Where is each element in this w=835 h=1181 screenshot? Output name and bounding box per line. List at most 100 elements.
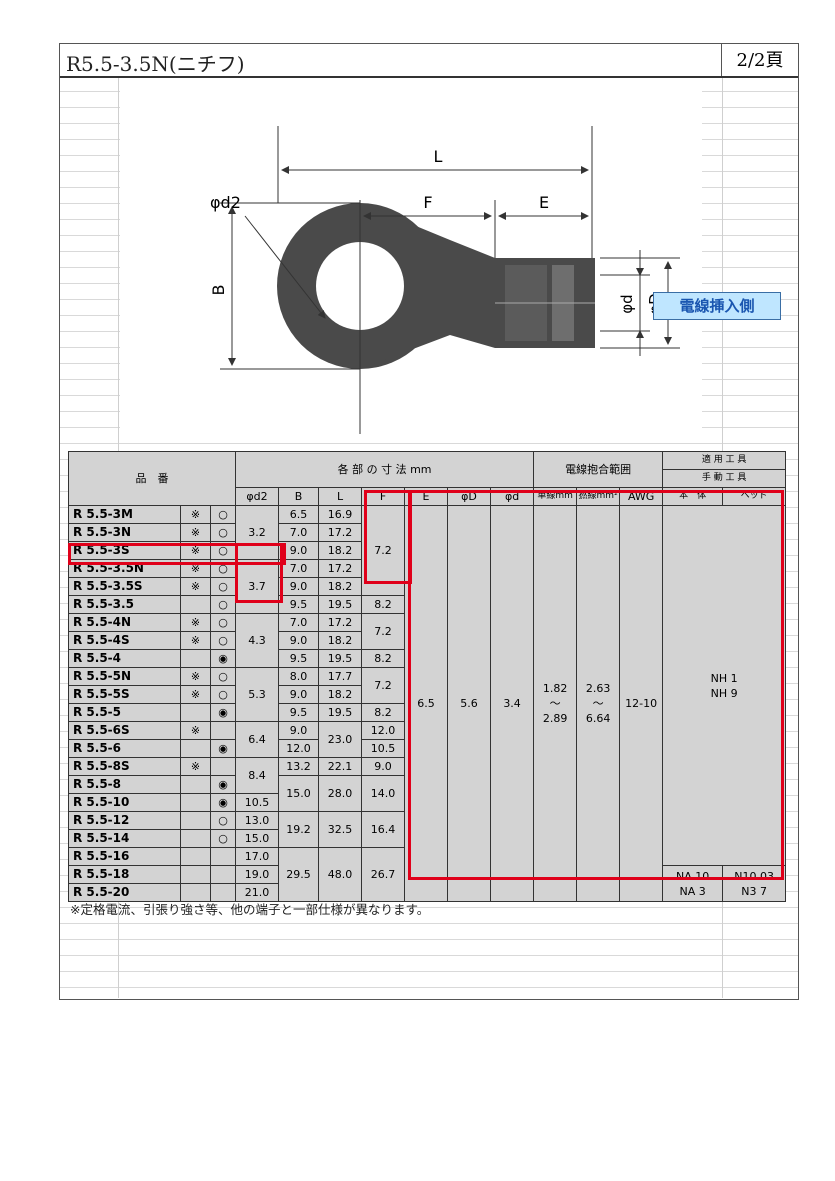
cell-d2: 4.3 xyxy=(235,613,280,668)
mark-note xyxy=(180,847,211,866)
part-number: R 5.5-5N xyxy=(68,667,181,686)
cell-L: 17.2 xyxy=(318,559,363,578)
cell-B: 29.5 xyxy=(278,847,320,902)
cell-L: 18.2 xyxy=(318,577,363,596)
part-number: R 5.5-3M xyxy=(68,505,181,524)
cell-F: 26.7 xyxy=(361,847,406,902)
cell-L: 23.0 xyxy=(318,721,363,758)
part-number: R 5.5-16 xyxy=(68,847,181,866)
cell-B: 15.0 xyxy=(278,775,320,812)
mark-stock xyxy=(209,721,237,740)
dim-label-F: F xyxy=(423,193,432,212)
terminal-diagram: L F E B φd φD φd2 xyxy=(120,90,702,455)
part-number: R 5.5-8 xyxy=(68,775,181,794)
part-number: R 5.5-3.5S xyxy=(68,577,181,596)
header-stranded: 撚線mm² xyxy=(576,487,621,506)
header-part: 品 番 xyxy=(67,451,237,506)
dim-label-B: B xyxy=(209,285,228,296)
mark-stock xyxy=(209,847,237,866)
cell-d2: 21.0 xyxy=(235,883,280,902)
cell-B: 6.5 xyxy=(278,505,320,524)
wire-insertion-side-label: 電線挿入側 xyxy=(653,292,781,320)
cell-single-range: 1.82〜2.89 xyxy=(533,505,578,902)
cell-B: 7.0 xyxy=(278,613,320,632)
cell-L: 32.5 xyxy=(318,811,363,848)
cell-B: 9.5 xyxy=(278,703,320,722)
cell-B: 12.0 xyxy=(278,739,320,758)
mark-stock: ○ xyxy=(209,613,237,632)
mark-stock xyxy=(209,757,237,776)
mark-note: ※ xyxy=(180,685,211,704)
cell-B: 19.2 xyxy=(278,811,320,848)
cell-d2: 6.4 xyxy=(235,721,280,758)
mark-stock: ○ xyxy=(209,505,237,524)
header-d2: φd2 xyxy=(235,487,280,506)
cell-B: 9.5 xyxy=(278,595,320,614)
part-number: R 5.5-3.5 xyxy=(68,595,181,614)
header-body: 本 体 xyxy=(662,487,724,506)
cell-L: 18.2 xyxy=(318,685,363,704)
table-row: R 5.5-14○15.0 xyxy=(68,829,786,848)
mark-note xyxy=(180,811,211,830)
page-title: R5.5-3.5N(ニチフ) xyxy=(66,52,245,76)
cell-F: 10.5 xyxy=(361,739,406,758)
mark-stock: ○ xyxy=(209,631,237,650)
cell-L: 19.5 xyxy=(318,649,363,668)
part-number: R 5.5-3N xyxy=(68,523,181,542)
cell-d: 3.4 xyxy=(490,505,535,902)
cell-F: 9.0 xyxy=(361,757,406,776)
part-number: R 5.5-4 xyxy=(68,649,181,668)
mark-note xyxy=(180,649,211,668)
mark-stock: ○ xyxy=(209,595,237,614)
part-number: R 5.5-8S xyxy=(68,757,181,776)
cell-d2: 15.0 xyxy=(235,829,280,848)
footnote: ※定格電流、引張り強さ等、他の端子と一部仕様が異なります。 xyxy=(70,902,430,917)
mark-stock: ○ xyxy=(209,541,237,560)
mark-stock: ◉ xyxy=(209,649,237,668)
cell-F: 8.2 xyxy=(361,649,406,668)
cell-F: 8.2 xyxy=(361,703,406,722)
mark-note: ※ xyxy=(180,757,211,776)
mark-note xyxy=(180,829,211,848)
cell-d2: 19.0 xyxy=(235,865,280,884)
mark-stock xyxy=(209,883,237,902)
cell-L: 18.2 xyxy=(318,541,363,560)
cell-B: 9.0 xyxy=(278,541,320,560)
header-manual-tools: 手 動 工 具 xyxy=(662,469,787,488)
header-awg: AWG xyxy=(619,487,664,506)
mark-note: ※ xyxy=(180,559,211,578)
part-number: R 5.5-12 xyxy=(68,811,181,830)
mark-stock xyxy=(209,865,237,884)
cell-d2: 3.2 xyxy=(235,505,280,560)
cell-B: 9.0 xyxy=(278,721,320,740)
cell-F: 8.2 xyxy=(361,595,406,614)
part-number: R 5.5-6 xyxy=(68,739,181,758)
cell-E: 6.5 xyxy=(404,505,449,902)
cell-F: 7.2 xyxy=(361,505,406,596)
cell-B: 9.0 xyxy=(278,685,320,704)
mark-note xyxy=(180,775,211,794)
cell-L: 17.2 xyxy=(318,523,363,542)
cell-d2: 17.0 xyxy=(235,847,280,866)
cell-F: 7.2 xyxy=(361,667,406,704)
part-number: R 5.5-3S xyxy=(68,541,181,560)
mark-stock: ◉ xyxy=(209,703,237,722)
cell-d2: 3.7 xyxy=(235,559,280,614)
header-F: F xyxy=(361,487,406,506)
mark-stock: ○ xyxy=(209,685,237,704)
cell-L: 19.5 xyxy=(318,703,363,722)
mark-note xyxy=(180,793,211,812)
mark-stock: ○ xyxy=(209,577,237,596)
cell-F: 16.4 xyxy=(361,811,406,848)
